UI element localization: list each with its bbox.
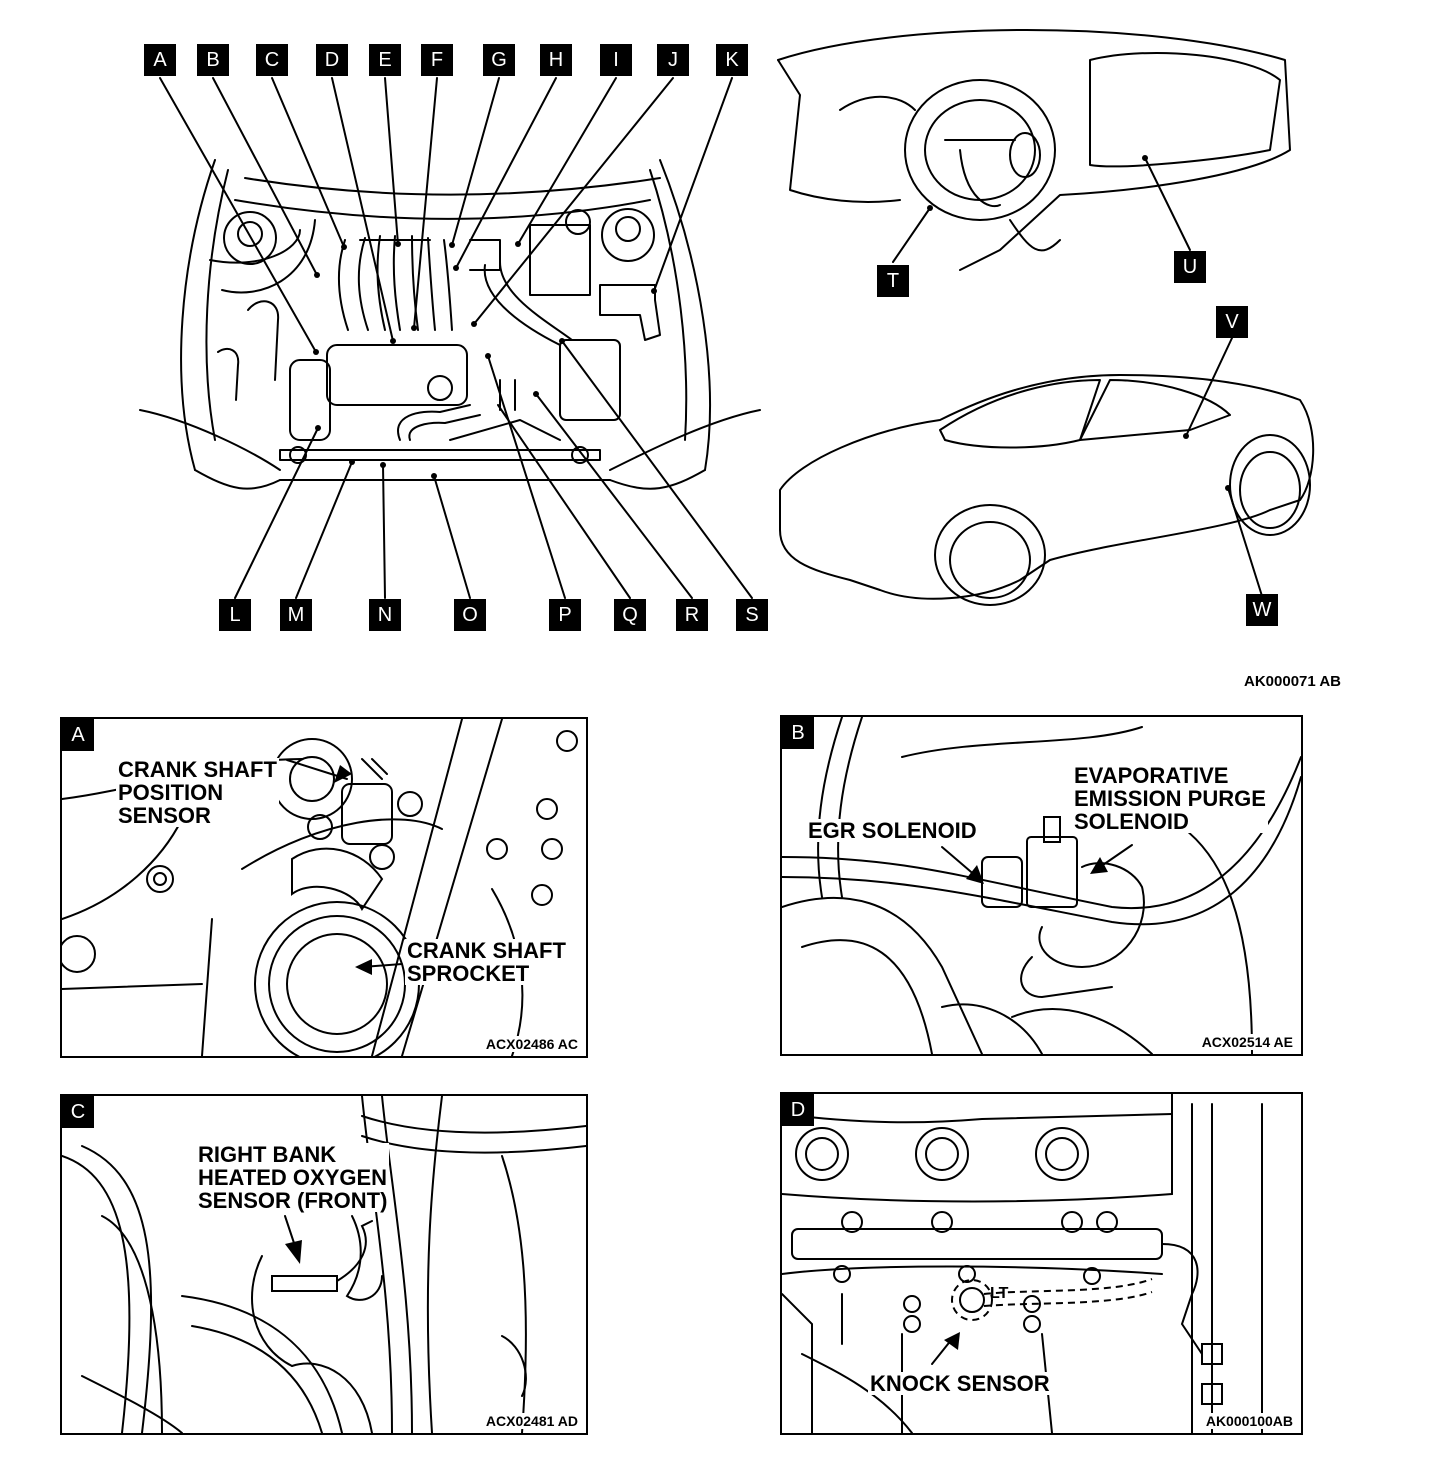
callout-p: P xyxy=(549,599,581,631)
panel-b-code: ACX02514 AE xyxy=(1199,1034,1295,1050)
panel-b-drawing xyxy=(782,717,1301,1054)
panel-d-tag: D xyxy=(782,1094,814,1126)
callout-d: D xyxy=(316,44,348,76)
callout-o: O xyxy=(454,599,486,631)
callout-r: R xyxy=(676,599,708,631)
panel-c-code: ACX02481 AD xyxy=(483,1413,580,1429)
callout-t: T xyxy=(877,265,909,297)
callout-q: Q xyxy=(614,599,646,631)
callout-m: M xyxy=(280,599,312,631)
callout-a: A xyxy=(144,44,176,76)
panel-c-tag: C xyxy=(62,1096,94,1128)
callout-h: H xyxy=(540,44,572,76)
engine-bay-outline xyxy=(180,159,216,471)
egr-solenoid-label: EGR SOLENOID xyxy=(806,818,979,843)
callout-w: W xyxy=(1246,594,1278,626)
callout-i: I xyxy=(600,44,632,76)
callout-u: U xyxy=(1174,251,1206,283)
callout-l: L xyxy=(219,599,251,631)
callout-k: K xyxy=(716,44,748,76)
dashboard-illustration xyxy=(777,29,1291,271)
callout-b: B xyxy=(197,44,229,76)
callout-e: E xyxy=(369,44,401,76)
panel-a-tag: A xyxy=(62,719,94,751)
callout-f: F xyxy=(421,44,453,76)
callout-j: J xyxy=(657,44,689,76)
car-illustration xyxy=(779,337,1315,606)
knock-sensor-label: KNOCK SENSOR xyxy=(868,1371,1052,1396)
overview-figure-code: AK000071 AB xyxy=(1244,673,1341,690)
callout-s: S xyxy=(736,599,768,631)
panel-a-drawing xyxy=(62,719,578,1056)
lt-marker-label: LT xyxy=(990,1285,1009,1302)
panel-b-tag: B xyxy=(782,717,814,749)
callout-g: G xyxy=(483,44,515,76)
callout-c: C xyxy=(256,44,288,76)
panel-a-code: ACX02486 AC xyxy=(483,1036,580,1052)
panel-d-code: AK000100AB xyxy=(1203,1413,1295,1429)
panel-c-drawing xyxy=(62,1096,586,1433)
callout-n: N xyxy=(369,599,401,631)
callout-v: V xyxy=(1216,306,1248,338)
panel-d: D LT KNOCK SENSOR AK000100AB xyxy=(780,1092,1303,1435)
